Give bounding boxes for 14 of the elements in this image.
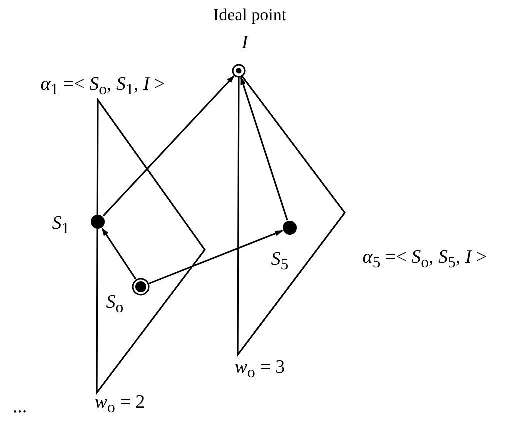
- arrow: [102, 76, 235, 217]
- weight-label: w$_{o}$ = 3: [234, 358, 286, 382]
- arrow: [149, 230, 284, 284]
- tuple-label: α$_{5}$ =< S$_{o}$, S$_{5}$, I >: [362, 248, 488, 272]
- arrow: [240, 76, 288, 221]
- ellipsis-text: ...: [12, 398, 28, 418]
- weight-label: w$_{o}$ = 2: [94, 392, 146, 418]
- point-label: S$_{o}$: [106, 292, 124, 318]
- point-caption: Ideal point: [213, 6, 287, 26]
- tuple-label: α$_{1}$ =< S$_{o}$, S$_{1}$, I >: [40, 74, 166, 100]
- arrow: [102, 228, 137, 280]
- point-label: S$_{1}$: [52, 214, 70, 238]
- point-label: I: [242, 34, 248, 54]
- point-label: S$_{5}$: [271, 250, 289, 274]
